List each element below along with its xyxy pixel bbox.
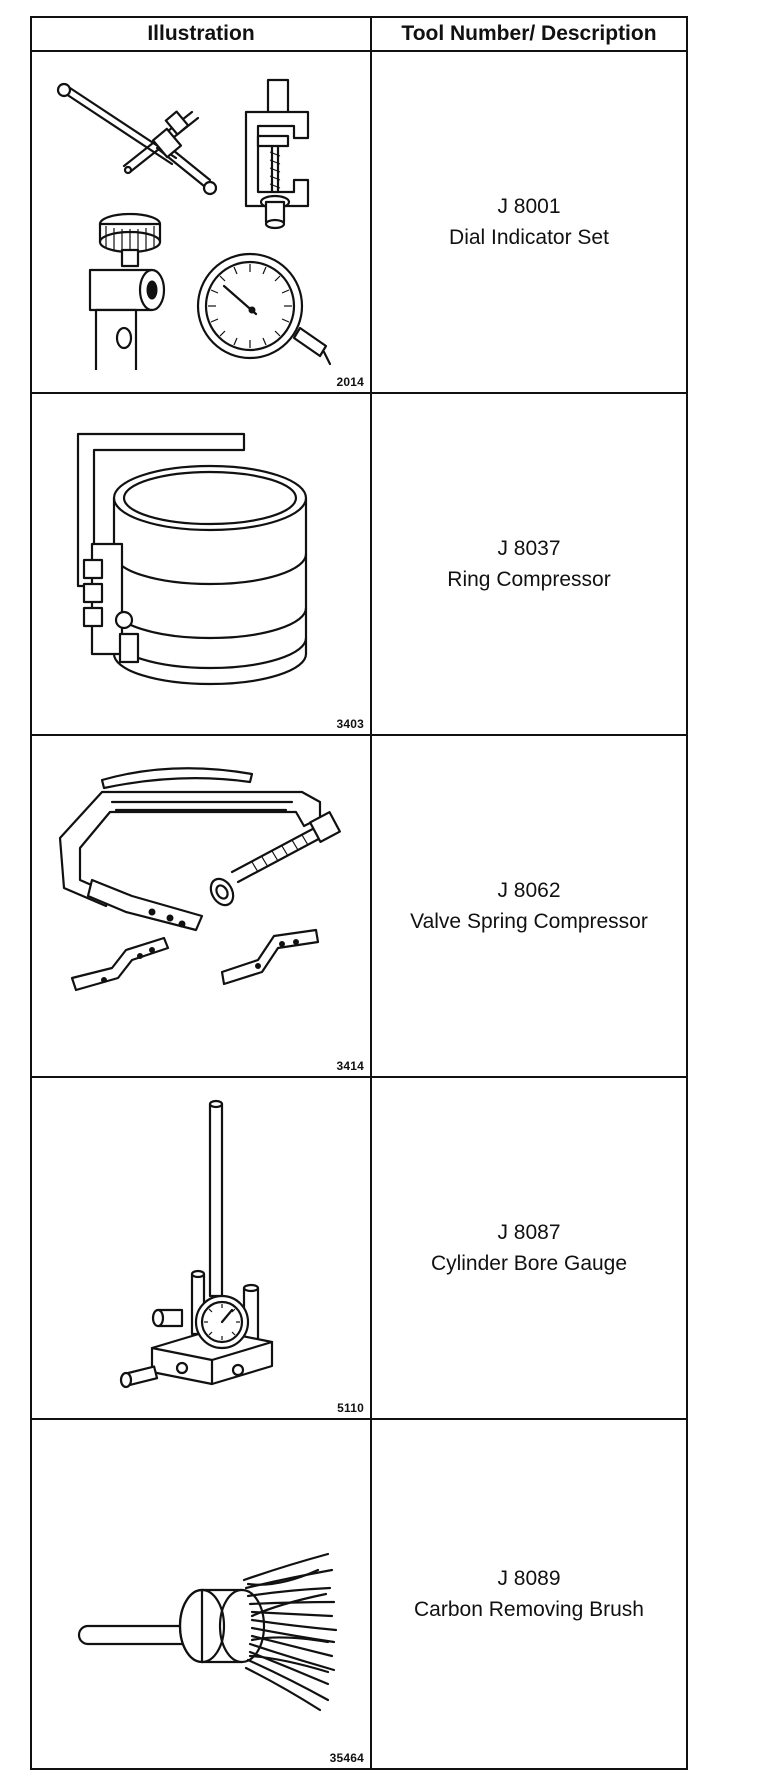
description-column-header: Tool Number/ Description [370,16,688,52]
tool-description: Valve Spring Compressor [410,910,648,933]
table-row: 3403 J 8037 Ring Compressor [30,392,688,736]
description-cell: J 8089 Carbon Removing Brush [370,1418,688,1770]
tool-number: J 8037 [497,537,561,560]
tool-number: J 8001 [497,195,561,218]
description-cell: J 8037 Ring Compressor [370,392,688,736]
figure-number: 3403 [336,717,364,731]
dial-indicator-set-illustration [56,78,332,370]
tool-number: J 8062 [497,879,561,902]
illustration-cell: 3414 [30,734,372,1078]
tool-table-page: Illustration Tool Number/ Description [30,16,688,1770]
table-header-row: Illustration Tool Number/ Description [30,16,688,52]
tool-number: J 8087 [497,1221,561,1244]
table-row: 3414 J 8062 Valve Spring Compressor [30,734,688,1078]
description-cell: J 8062 Valve Spring Compressor [370,734,688,1078]
figure-number: 3414 [336,1059,364,1073]
illustration-column-header: Illustration [30,16,372,52]
cylinder-bore-gauge-illustration [119,1099,274,1389]
figure-number: 5110 [337,1401,364,1415]
tool-description: Dial Indicator Set [449,226,609,249]
tool-number: J 8089 [497,1567,561,1590]
table-row: 5110 J 8087 Cylinder Bore Gauge [30,1076,688,1420]
carbon-removing-brush-illustration [77,1552,338,1712]
tool-description: Ring Compressor [447,568,611,591]
table-row: 2014 J 8001 Dial Indicator Set [30,50,688,394]
description-cell: J 8087 Cylinder Bore Gauge [370,1076,688,1420]
illustration-cell: 2014 [30,50,372,394]
illustration-cell: 3403 [30,392,372,736]
illustration-cell: 35464 [30,1418,372,1770]
tool-description: Carbon Removing Brush [414,1598,644,1621]
special-tools-table: Illustration Tool Number/ Description [30,16,688,1770]
ring-compressor-illustration [76,432,308,686]
description-cell: J 8001 Dial Indicator Set [370,50,688,394]
tool-description: Cylinder Bore Gauge [430,1252,628,1275]
valve-spring-compressor-illustration [58,767,341,992]
figure-number: 2014 [336,375,364,389]
table-row: 35464 J 8089 Carbon Removing Brush [30,1418,688,1770]
illustration-cell: 5110 [30,1076,372,1420]
figure-number: 35464 [329,1751,364,1765]
